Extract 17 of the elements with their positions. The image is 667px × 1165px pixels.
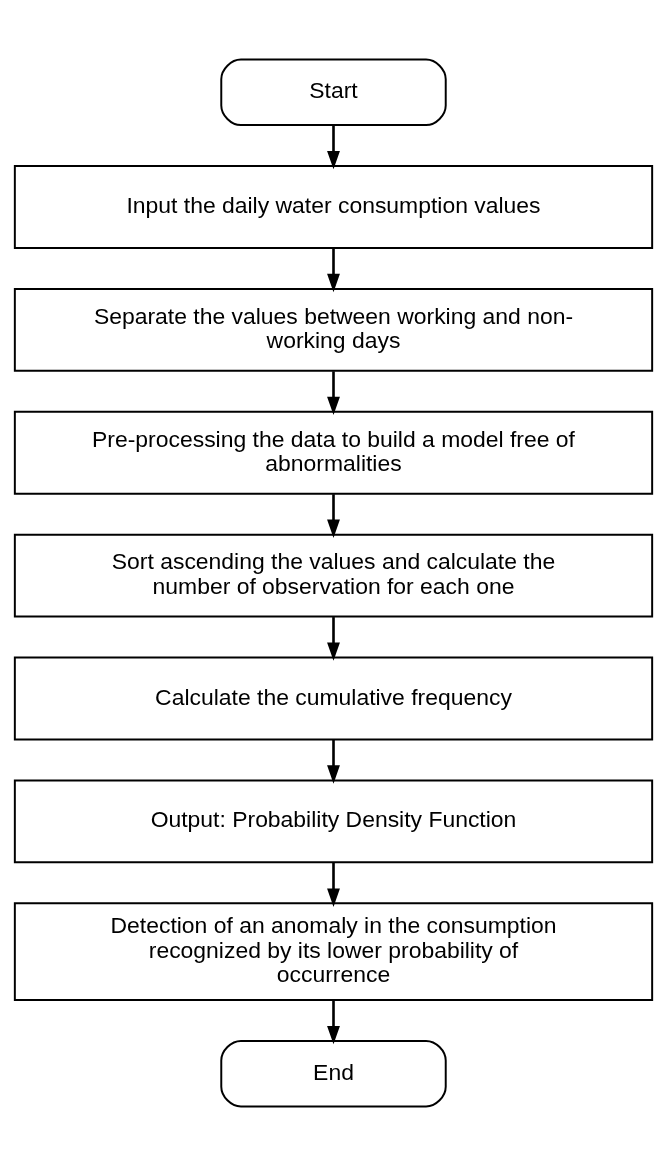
- node-box: Calculate the cumulative frequency: [13, 656, 654, 740]
- arrow: [327, 370, 340, 415]
- node-box: Separate the values between working and non-working days: [13, 287, 654, 372]
- node-box: Input the daily water consumption values: [13, 164, 654, 249]
- arrow: [327, 247, 340, 292]
- arrow: [327, 999, 340, 1044]
- node-box: End: [220, 1039, 447, 1107]
- node-box: Start: [220, 58, 447, 126]
- node-box: Output: Probability Density Function: [13, 778, 654, 863]
- arrow: [327, 125, 340, 169]
- node-box: Pre-processing the data to build a model free of abnormalities: [13, 410, 654, 495]
- node-box: Detection of an anomaly in the consumption recognized by its lower probability of occurrence: [13, 901, 654, 1001]
- arrow: [327, 616, 340, 661]
- arrow: [327, 493, 340, 538]
- arrow: [327, 862, 340, 907]
- node-box: Sort ascending the values and calculate the number of observation for each one: [13, 533, 654, 618]
- arrow: [327, 739, 340, 784]
